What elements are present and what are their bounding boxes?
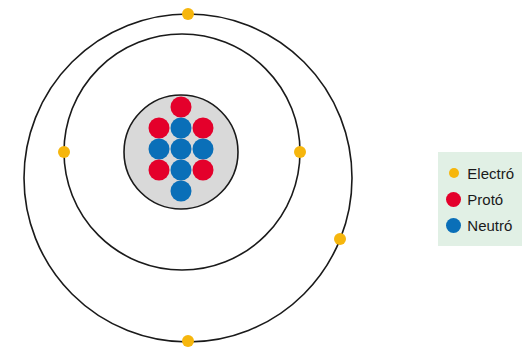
- nucleus-particles: [149, 97, 214, 202]
- electrons: [58, 8, 346, 347]
- legend-box: ElectróProtóNeutró: [438, 152, 522, 246]
- legend-label: Protó: [467, 191, 503, 208]
- electron: [182, 335, 194, 347]
- legend-entry: Electró: [446, 160, 514, 186]
- inner-orbit: [64, 34, 300, 270]
- outer-orbit: [24, 14, 352, 342]
- neutron: [171, 118, 192, 139]
- proton: [193, 160, 214, 181]
- proton: [149, 160, 170, 181]
- legend-label: Neutró: [467, 217, 512, 234]
- nucleus: [124, 95, 238, 209]
- electron: [294, 146, 306, 158]
- legend-label: Electró: [467, 165, 514, 182]
- electron: [182, 8, 194, 20]
- legend-swatch: [449, 168, 459, 178]
- proton: [149, 118, 170, 139]
- legend-swatch: [446, 192, 461, 207]
- neutron: [171, 139, 192, 160]
- electron: [334, 233, 346, 245]
- neutron: [149, 139, 170, 160]
- legend-entry: Neutró: [446, 212, 514, 238]
- proton: [193, 118, 214, 139]
- legend-entry: Protó: [446, 186, 514, 212]
- legend-swatch: [446, 218, 461, 233]
- electron: [58, 146, 70, 158]
- neutron: [193, 139, 214, 160]
- proton: [171, 97, 192, 118]
- neutron: [171, 160, 192, 181]
- neutron: [171, 181, 192, 202]
